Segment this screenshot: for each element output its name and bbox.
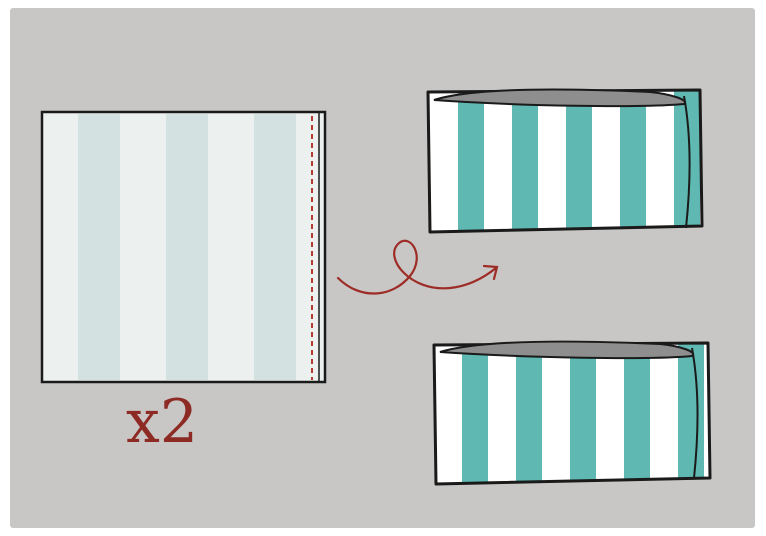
flat-fabric-square bbox=[42, 112, 325, 382]
curly-arrow bbox=[338, 241, 497, 294]
multiplier-label: x2 bbox=[126, 392, 198, 452]
sewn-fabric-tube-bottom bbox=[430, 338, 720, 488]
sewn-fabric-tube-top bbox=[420, 85, 710, 235]
